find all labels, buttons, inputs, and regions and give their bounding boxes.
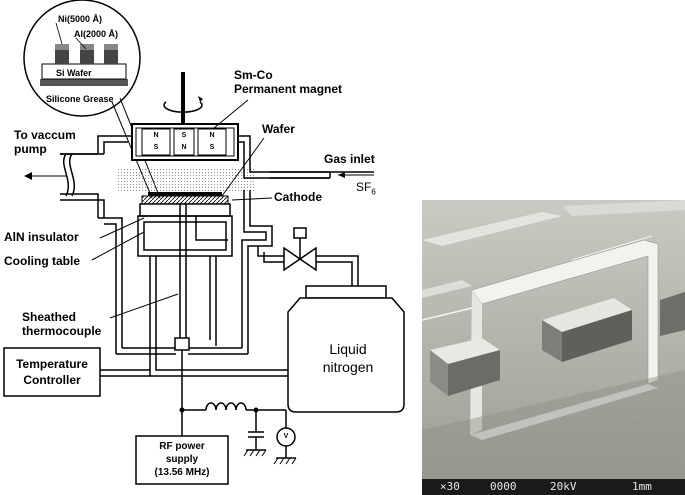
- gas-inlet-pipe: [270, 171, 374, 179]
- wafer-disk: [148, 192, 222, 196]
- rotation-shaft: [163, 72, 203, 126]
- inset-grease-label: Silicone Grease: [46, 94, 114, 104]
- vacuum-arrow: [24, 172, 66, 180]
- sem-voltage: 20kV: [550, 480, 577, 493]
- vacuum-label-line2: pump: [14, 142, 47, 156]
- magnet-pole-2-bottom: N: [181, 144, 187, 151]
- thermocouple-label-line1: Sheathed: [22, 310, 77, 324]
- liquid-nitrogen-label: Liquid nitrogen: [322, 341, 374, 375]
- cathode: [141, 195, 229, 205]
- sf6-label: SF6: [356, 180, 376, 197]
- temperature-controller-label: Temperature Controller: [16, 357, 88, 387]
- voltmeter-label: V: [283, 433, 289, 440]
- inset-circle: [23, 0, 141, 117]
- sem-image-number: 0000: [490, 480, 517, 493]
- sem-scale-label: 1mm: [632, 480, 652, 493]
- vacuum-label-line1: To vaccum: [14, 128, 76, 142]
- inset-al-label: Al(2000 Å): [74, 29, 119, 39]
- sem-magnification: ×30: [440, 480, 460, 493]
- cooling-table-label: Cooling table: [4, 254, 80, 268]
- temperature-controller-box: [3, 347, 101, 397]
- aln-insulator: [139, 203, 231, 217]
- permanent-magnet: [131, 123, 239, 161]
- thermocouple-junction: [174, 337, 190, 351]
- gas-inlet-label: Gas inlet: [324, 152, 375, 166]
- valve: [283, 227, 317, 272]
- sem-micrograph-image: [422, 200, 685, 495]
- aln-insulator-label: AlN insulator: [4, 230, 79, 244]
- inset-ni-label: Ni(5000 Å): [58, 14, 103, 24]
- magnet-label-line2: Permanent magnet: [234, 82, 343, 96]
- magnet-pole-3-bottom: S: [209, 144, 215, 151]
- plasma-region: [118, 168, 256, 192]
- magnet-pole-3-top: N: [209, 132, 215, 139]
- magnet-label-line1: Sm-Co: [234, 68, 273, 82]
- rf-power-supply-box: [135, 435, 229, 485]
- liquid-nitrogen-dewar: [287, 285, 405, 413]
- magnet-pole-1-bottom: S: [153, 144, 159, 151]
- wafer-label: Wafer: [262, 122, 295, 136]
- silicone-grease-layer: [40, 79, 128, 86]
- rf-circuit: [181, 350, 296, 459]
- magnet-pole-2-top: S: [181, 132, 187, 139]
- rf-power-supply-label: RF power supply (13.56 MHz): [154, 441, 210, 478]
- cathode-label: Cathode: [274, 190, 322, 204]
- magnet-pole-1-top: N: [153, 132, 159, 139]
- sem-info-bar: ×30 0000 20kV 1mm: [422, 479, 685, 495]
- cooling-table: [137, 215, 233, 257]
- inset-si-wafer-label: Si Wafer: [56, 68, 92, 78]
- thermocouple-label-line2: thermocouple: [22, 324, 102, 338]
- sem-micrograph: ×30 0000 20kV 1mm: [422, 200, 685, 495]
